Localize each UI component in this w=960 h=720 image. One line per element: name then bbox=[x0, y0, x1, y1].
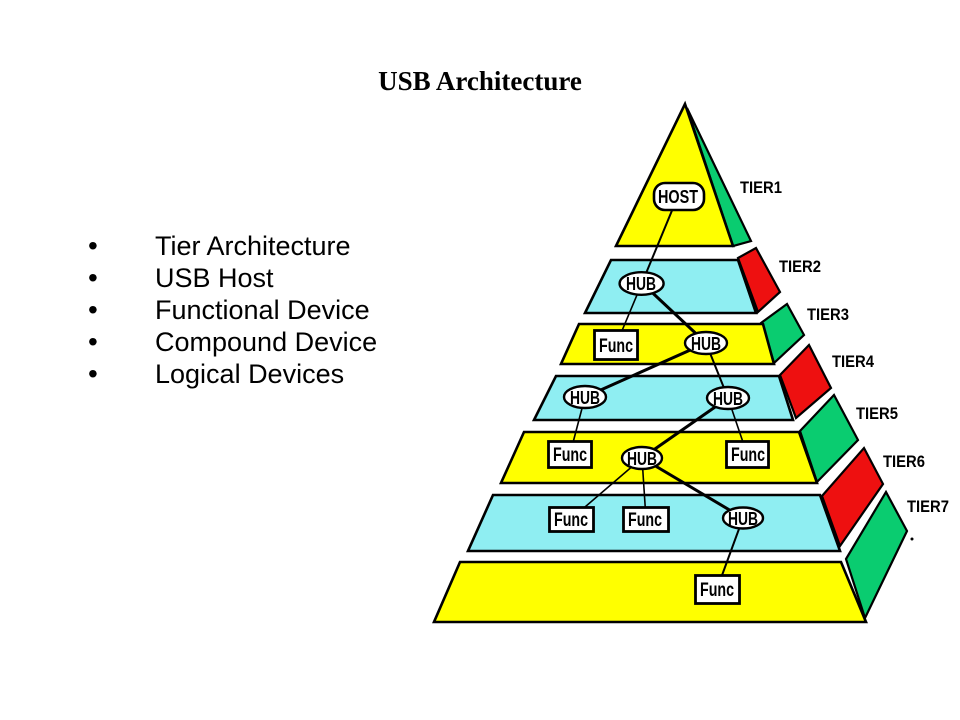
svg-text:HUB: HUB bbox=[728, 509, 758, 529]
svg-text:TIER3: TIER3 bbox=[807, 305, 849, 324]
svg-text:Func: Func bbox=[599, 336, 633, 357]
svg-text:TIER2: TIER2 bbox=[779, 257, 821, 276]
svg-text:TIER5: TIER5 bbox=[856, 404, 898, 423]
svg-text:HUB: HUB bbox=[627, 449, 657, 469]
svg-text:Func: Func bbox=[553, 445, 587, 466]
svg-text:TIER6: TIER6 bbox=[883, 452, 925, 471]
svg-text:Func: Func bbox=[700, 580, 734, 601]
svg-text:HUB: HUB bbox=[570, 388, 600, 408]
svg-text:Func: Func bbox=[628, 510, 662, 531]
svg-text:HOST: HOST bbox=[658, 187, 698, 207]
svg-text:TIER7: TIER7 bbox=[907, 497, 949, 516]
svg-text:HUB: HUB bbox=[691, 334, 721, 354]
svg-text:HUB: HUB bbox=[626, 274, 656, 294]
svg-text:TIER4: TIER4 bbox=[832, 352, 874, 371]
svg-text:Func: Func bbox=[731, 445, 765, 466]
svg-text:HUB: HUB bbox=[713, 389, 743, 409]
svg-text:Func: Func bbox=[554, 510, 588, 531]
svg-text:TIER1: TIER1 bbox=[740, 178, 782, 197]
